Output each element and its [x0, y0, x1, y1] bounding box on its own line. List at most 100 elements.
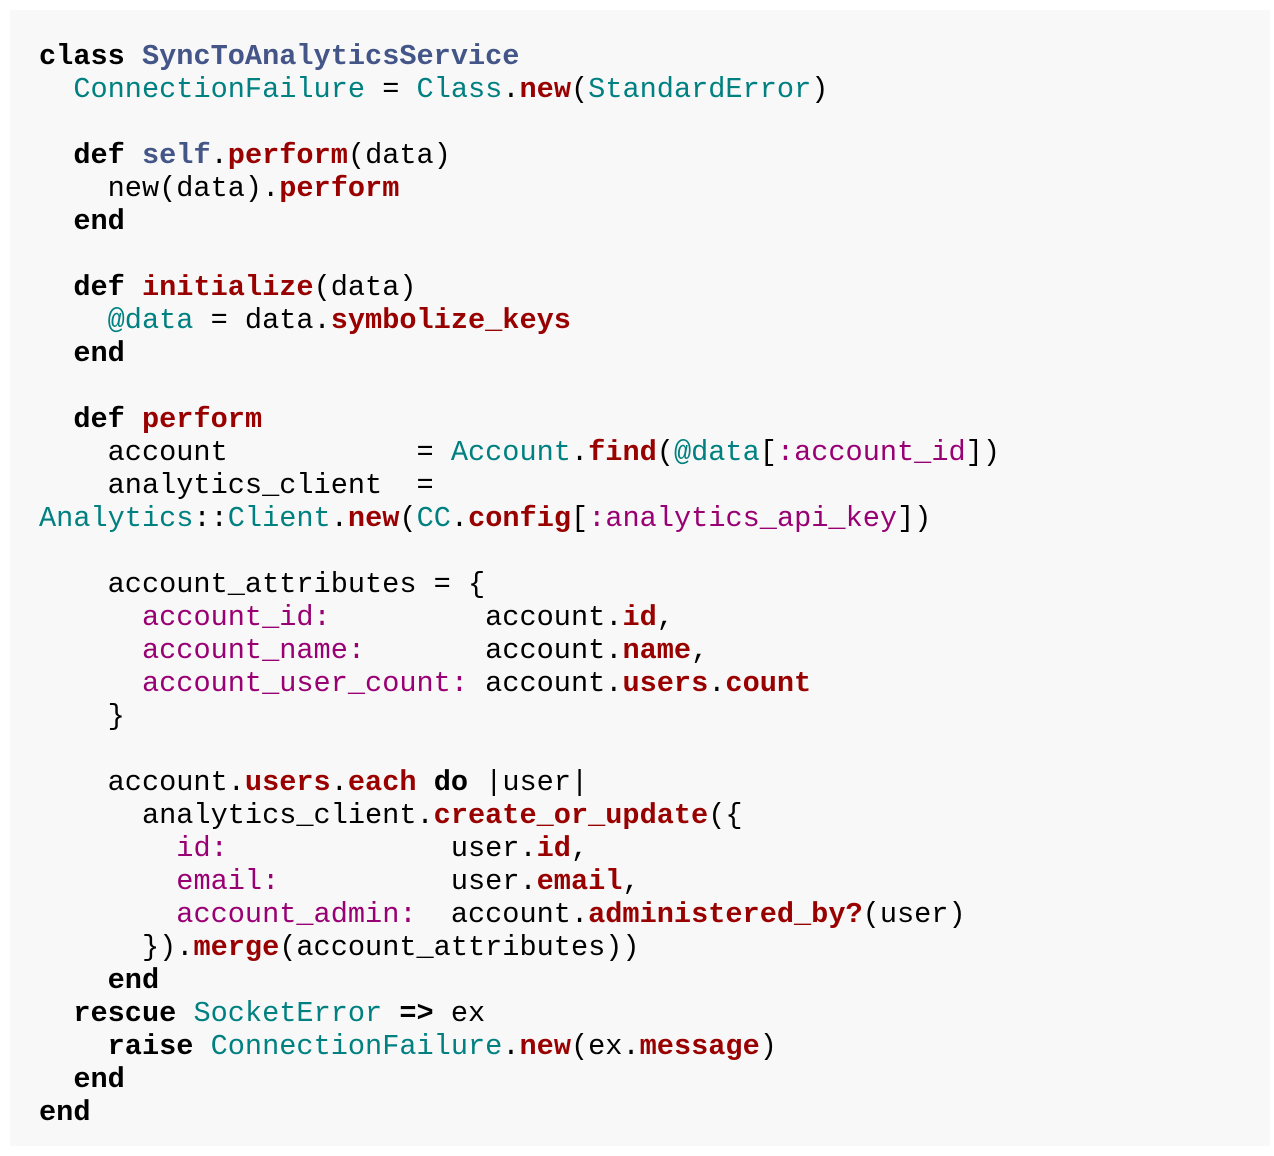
code-line: [39, 370, 1270, 403]
method-token: initialize: [141, 271, 314, 304]
plain-token: ,: [570, 832, 589, 865]
class-name-token: SyncToAnalyticsService: [141, 40, 520, 73]
constant-token: Analytics: [39, 502, 194, 535]
code-line: id: user.id,: [39, 832, 1270, 865]
symbol-token: :analytics_api_key: [588, 502, 898, 535]
plain-token: [: [759, 436, 777, 469]
plain-token: account.: [468, 667, 623, 700]
symbol-token: email:: [176, 865, 280, 898]
code-line: account_name: account.name,: [39, 634, 1270, 667]
code-line: account_user_count: account.users.count: [39, 667, 1270, 700]
plain-token: .: [708, 667, 726, 700]
constant-token: Client: [227, 502, 331, 535]
keyword-token: end: [73, 205, 125, 238]
constant-token: CC: [416, 502, 451, 535]
constant-token: StandardError: [588, 73, 812, 106]
plain-token: ): [811, 73, 829, 106]
code-line: class SyncToAnalyticsService: [39, 40, 1270, 73]
code-line: [39, 238, 1270, 271]
code-line: end: [39, 964, 1270, 997]
method-token: find: [588, 436, 657, 469]
plain-token: [39, 205, 73, 238]
plain-token: (: [656, 436, 674, 469]
plain-token: [39, 304, 108, 337]
code-line: ConnectionFailure = Class.new(StandardEr…: [39, 73, 1270, 106]
plain-token: [176, 997, 193, 1030]
plain-token: ,: [656, 601, 674, 634]
method-token: symbolize_keys: [330, 304, 571, 337]
plain-token: [39, 271, 73, 304]
method-token: name: [622, 634, 692, 667]
symbol-token: account_user_count:: [141, 667, 468, 700]
plain-token: account.: [416, 898, 589, 931]
code-line: account_attributes = {: [39, 568, 1270, 601]
plain-token: .: [502, 73, 520, 106]
plain-token: [39, 865, 176, 898]
plain-token: account =: [39, 436, 451, 469]
code-line: end: [39, 1063, 1270, 1096]
plain-token: .: [570, 436, 589, 469]
plain-token: [39, 403, 73, 436]
method-token: perform: [279, 172, 400, 205]
code-line: @data = data.symbolize_keys: [39, 304, 1270, 337]
symbol-token: :account_id: [776, 436, 966, 469]
code-line: [39, 733, 1270, 766]
method-token: id: [536, 832, 571, 865]
plain-token: [382, 997, 399, 1030]
plain-token: analytics_client.: [39, 799, 434, 832]
plain-token: .: [330, 766, 348, 799]
method-token: create_or_update: [433, 799, 709, 832]
constant-token: ConnectionFailure: [73, 73, 366, 106]
code-line: account = Account.find(@data[:account_id…: [39, 436, 1270, 469]
plain-token: [417, 766, 434, 799]
method-token: config: [468, 502, 572, 535]
plain-token: [125, 40, 142, 73]
plain-token: account.: [365, 634, 623, 667]
plain-token: |user|: [468, 766, 589, 799]
plain-token: (account_attributes)): [279, 931, 640, 964]
plain-token: }: [39, 700, 125, 733]
code-line: end: [39, 1096, 1270, 1129]
symbol-token: account_id:: [141, 601, 331, 634]
plain-token: [193, 1030, 210, 1063]
plain-token: }).: [39, 931, 194, 964]
plain-token: account.: [330, 601, 623, 634]
keyword-token: def: [73, 403, 125, 436]
plain-token: new(data).: [39, 172, 280, 205]
method-token: new: [347, 502, 400, 535]
symbol-token: id:: [176, 832, 228, 865]
constant-token: ConnectionFailure: [210, 1030, 503, 1063]
instance-variable-token: @data: [673, 436, 760, 469]
plain-token: (data): [313, 271, 417, 304]
method-token: users: [244, 766, 331, 799]
code-line: [39, 535, 1270, 568]
method-token: message: [639, 1030, 760, 1063]
plain-token: [125, 403, 142, 436]
plain-token: .: [450, 502, 469, 535]
plain-token: .: [210, 139, 228, 172]
plain-token: analytics_client =: [39, 469, 434, 502]
ruby-source-code: class SyncToAnalyticsService ConnectionF…: [39, 40, 1270, 1129]
plain-token: user.: [227, 832, 537, 865]
plain-token: [39, 139, 73, 172]
method-token: new: [519, 73, 571, 106]
plain-token: ,: [691, 634, 709, 667]
keyword-token: def: [73, 139, 125, 172]
method-token: perform: [227, 139, 348, 172]
plain-token: (user): [862, 898, 966, 931]
symbol-token: account_admin:: [176, 898, 417, 931]
plain-token: [39, 997, 73, 1030]
plain-token: account_attributes = {: [39, 568, 486, 601]
keyword-token: end: [107, 964, 160, 997]
code-line: account_admin: account.administered_by?(…: [39, 898, 1270, 931]
code-line: end: [39, 205, 1270, 238]
symbol-token: account_name:: [141, 634, 366, 667]
method-token: perform: [141, 403, 263, 436]
plain-token: ]): [965, 436, 1000, 469]
plain-token: user.: [279, 865, 537, 898]
plain-token: [: [571, 502, 589, 535]
plain-token: ex: [433, 997, 486, 1030]
plain-token: .: [502, 1030, 520, 1063]
code-line: analytics_client.create_or_update({: [39, 799, 1270, 832]
code-line: email: user.email,: [39, 865, 1270, 898]
